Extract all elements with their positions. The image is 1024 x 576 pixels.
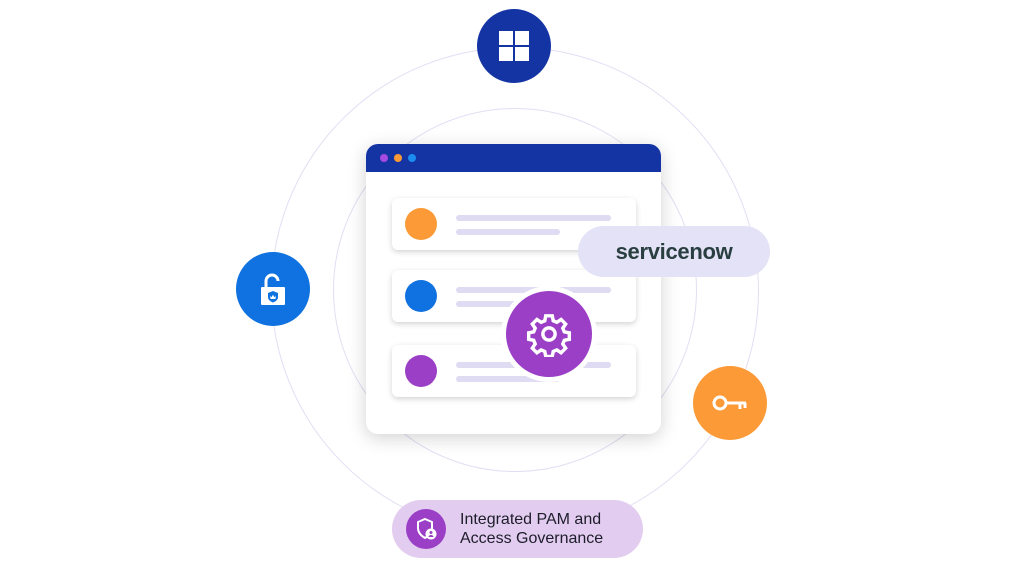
servicenow-logo: servicenow xyxy=(615,238,733,264)
windows-icon xyxy=(477,9,551,83)
gear-icon xyxy=(501,286,597,382)
window-dot-orange xyxy=(394,154,402,162)
unlocked-padlock-icon xyxy=(236,252,310,326)
key-icon xyxy=(693,366,767,440)
inner-orbit-ring xyxy=(333,108,697,472)
window-titlebar xyxy=(366,144,661,172)
window-dot-purple xyxy=(380,154,388,162)
pam-governance-badge: Integrated PAM and Access Governance xyxy=(392,500,643,558)
caption-line-2: Access Governance xyxy=(460,530,604,547)
window-dot-blue xyxy=(408,154,416,162)
list-item xyxy=(392,345,636,397)
shield-user-icon xyxy=(406,509,446,549)
servicenow-badge: servicenow xyxy=(578,226,770,277)
app-window xyxy=(366,144,661,434)
caption-line-1: Integrated PAM and xyxy=(460,511,602,528)
